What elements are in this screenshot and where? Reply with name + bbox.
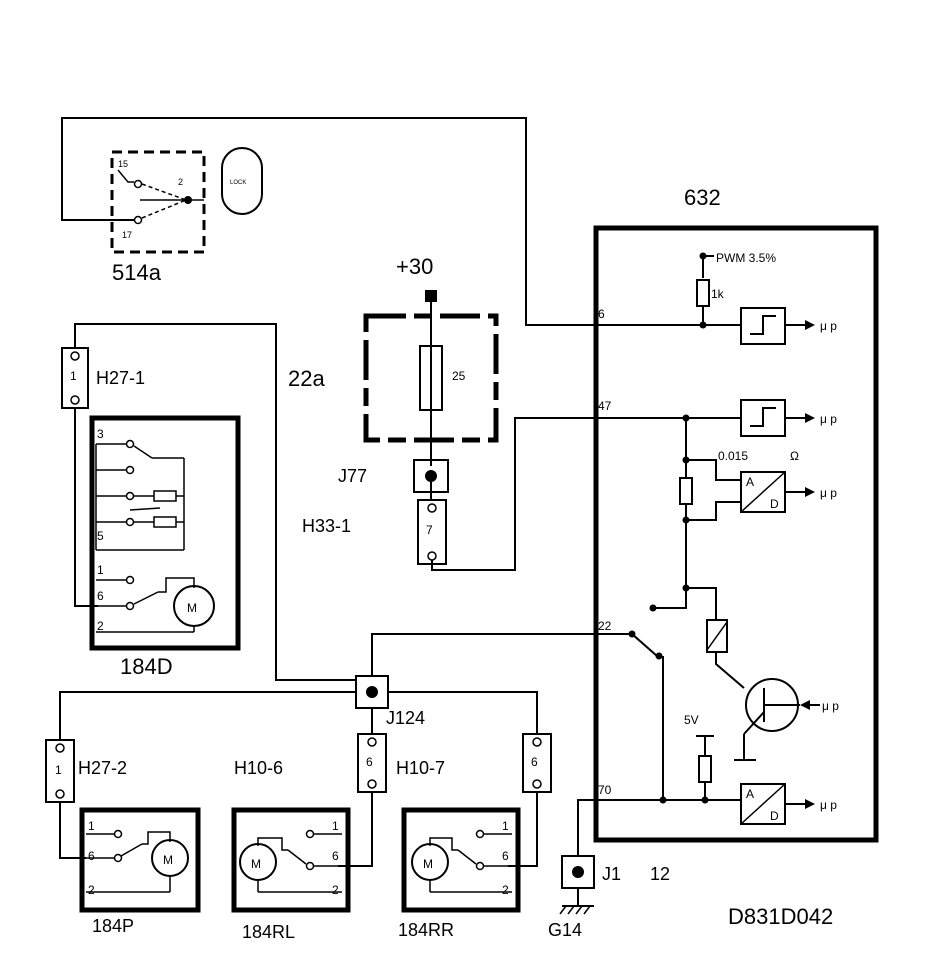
- fusebox-box: [363, 313, 499, 443]
- wire-pin70-j1: [577, 799, 598, 856]
- svg-text:25: 25: [452, 369, 466, 383]
- switch-514a: 15 2 17 LOCK 514a: [110, 147, 263, 285]
- shunt-resistor: [679, 477, 693, 505]
- plus30-label: +30: [396, 254, 433, 279]
- svg-text:6: 6: [332, 849, 339, 863]
- lock-icon: [221, 147, 263, 215]
- svg-text:1: 1: [332, 819, 339, 833]
- pin-70-label: 70: [598, 783, 612, 797]
- ecu-632: 632 PWM 3.5% 1k 6 μ p 47 μ p 0.015 Ω: [593, 185, 879, 843]
- svg-text:M: M: [423, 857, 433, 871]
- motor-184rl: 1 6 2 M 184RL: [231, 807, 351, 942]
- g14-label: G14: [548, 920, 582, 940]
- wire-h271-j124: [74, 323, 356, 681]
- j1-number: 12: [650, 864, 670, 884]
- mu-p-1: μ p: [820, 319, 837, 333]
- svg-text:6: 6: [366, 755, 373, 769]
- r1k-label: 1k: [711, 287, 725, 301]
- svg-text:A: A: [746, 787, 754, 801]
- svg-text:6: 6: [97, 589, 104, 603]
- svg-text:2: 2: [502, 883, 509, 897]
- svg-text:A: A: [746, 475, 754, 489]
- mu-p-4: μ p: [822, 699, 839, 713]
- svg-text:LOCK: LOCK: [230, 180, 246, 186]
- h33-label: H33-1: [302, 516, 351, 536]
- svg-text:6: 6: [502, 849, 509, 863]
- r015-label: 0.015: [718, 449, 748, 463]
- svg-text:1: 1: [55, 763, 62, 777]
- motor-184rl-box: [231, 807, 351, 913]
- motor-184p-box: [79, 807, 201, 913]
- motor-184p: 1 6 2 M 184P: [79, 807, 201, 936]
- pwm-label: PWM 3.5%: [716, 251, 776, 265]
- battery-terminal: [425, 290, 437, 302]
- pin-22-label: 22: [598, 619, 612, 633]
- pullup-5v: [698, 755, 712, 783]
- svg-text:6: 6: [88, 849, 95, 863]
- diagram-code: D831D042: [728, 904, 833, 929]
- svg-text:2: 2: [97, 619, 104, 633]
- wire-h33-pin47: [431, 417, 598, 571]
- mu-p-3: μ p: [820, 486, 837, 500]
- motor-184rl-label: 184RL: [242, 922, 295, 942]
- svg-text:1: 1: [502, 819, 509, 833]
- svg-text:15: 15: [118, 159, 128, 169]
- motor-184p-symbol: [151, 839, 189, 877]
- mu-p-2: μ p: [820, 412, 837, 426]
- svg-text:7: 7: [426, 523, 433, 537]
- svg-text:M: M: [251, 857, 261, 871]
- mu-p-5: μ p: [820, 798, 837, 812]
- resistor-1k: [696, 279, 710, 307]
- svg-text:1: 1: [88, 819, 95, 833]
- svg-text:M: M: [163, 853, 173, 867]
- h10-6-label: H10-6: [234, 758, 283, 778]
- svg-text:2: 2: [178, 177, 183, 187]
- v5-label: 5V: [684, 713, 699, 727]
- fusebox-22a: +30 25 22a: [288, 254, 499, 466]
- svg-text:M: M: [187, 601, 197, 615]
- h27-1-label: H27-1: [96, 368, 145, 388]
- motor-184rl-symbol: [239, 843, 277, 881]
- svg-text:D: D: [770, 497, 779, 511]
- motor-184rr-box: [401, 807, 521, 913]
- motor-184rr-label: 184RR: [398, 920, 454, 940]
- wire-j124-pin22: [371, 633, 598, 676]
- svg-text:1: 1: [97, 563, 104, 577]
- svg-text:2: 2: [332, 883, 339, 897]
- svg-text:3: 3: [97, 427, 104, 441]
- motor-184d: 3 5 1 6 2 M 184D: [89, 415, 241, 679]
- wire-switch-pin6: [61, 117, 598, 326]
- pin-47-label: 47: [598, 399, 612, 413]
- ecu-box: [593, 225, 879, 843]
- svg-text:1: 1: [70, 369, 77, 383]
- motor-184d-box: [89, 415, 241, 651]
- motor-184d-symbol: [173, 585, 215, 627]
- svg-text:17: 17: [122, 230, 132, 240]
- pin-6-label: 6: [598, 307, 605, 321]
- fusebox-label: 22a: [288, 366, 325, 391]
- j124-label: J124: [386, 708, 425, 728]
- h27-2-label: H27-2: [78, 758, 127, 778]
- ohm-label: Ω: [790, 449, 799, 463]
- svg-text:6: 6: [531, 755, 538, 769]
- ecu-label: 632: [684, 185, 721, 210]
- j1-label: J1: [602, 864, 621, 884]
- h10-7-label: H10-7: [396, 758, 445, 778]
- j77-label: J77: [338, 466, 367, 486]
- svg-text:D: D: [770, 809, 779, 823]
- svg-text:5: 5: [97, 529, 104, 543]
- fuse: [419, 345, 443, 411]
- motor-184p-label: 184P: [92, 916, 134, 936]
- motor-184rr-symbol: [411, 843, 449, 881]
- switch-label: 514a: [112, 260, 162, 285]
- svg-text:2: 2: [88, 883, 95, 897]
- motor-184rr: 1 6 2 M 184RR: [398, 807, 521, 940]
- motor-184d-label: 184D: [120, 654, 173, 679]
